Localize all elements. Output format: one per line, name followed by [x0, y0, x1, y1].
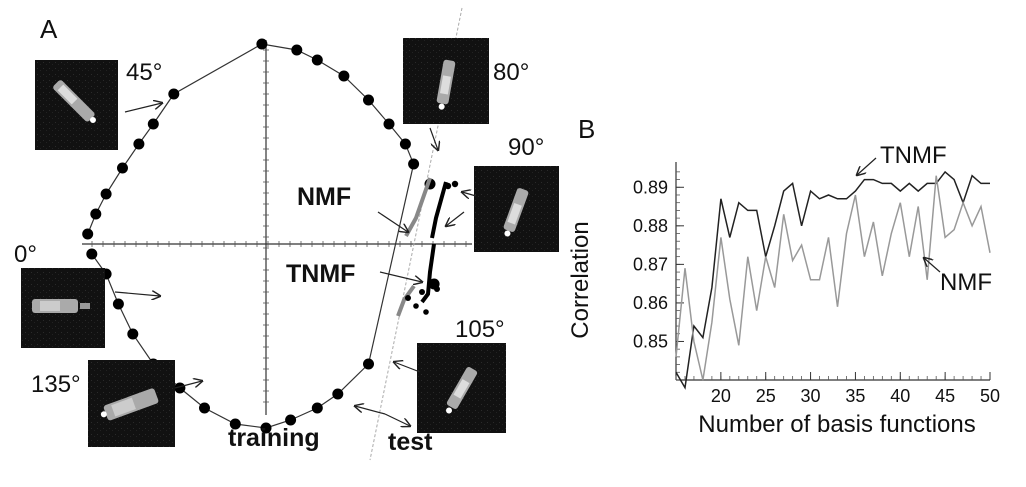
training-point [260, 422, 272, 434]
training-point [86, 248, 98, 260]
thumbnail-45 [35, 60, 118, 150]
angle-label-90: 90° [508, 134, 544, 161]
tnmf-point [434, 286, 440, 292]
training-point [311, 402, 323, 414]
nmf-upper-segment [404, 177, 432, 237]
panel-b: B 20 25 30 35 40 45 50 0.85 0.86 0.87 0.88 0.89Numb… [567, 114, 1000, 438]
x-tick-label: 35 [845, 386, 865, 406]
training-point [174, 382, 186, 394]
training-point [383, 118, 395, 130]
test-label: test [388, 428, 433, 456]
series-label-nmf: NMF [940, 269, 992, 296]
training-point [363, 94, 374, 106]
nmf-lower-segment [396, 284, 416, 317]
thumbnail-105 [417, 343, 506, 433]
x-tick-label: 45 [935, 386, 955, 406]
training-point [117, 162, 128, 174]
tnmf-upper-segment [430, 181, 448, 239]
panel-a-label: A [40, 14, 58, 44]
training-point [256, 38, 268, 50]
nmf-pointer [924, 258, 941, 273]
tnmf-lower-segment [420, 243, 436, 304]
training-point [408, 158, 420, 170]
training-point [100, 188, 112, 200]
training-point [363, 358, 374, 370]
y-tick-label: 0.88 [633, 216, 668, 236]
y-tick-label: 0.86 [633, 293, 668, 313]
thumbnail-135 [88, 360, 175, 447]
tnmf-label: TNMF [286, 260, 355, 288]
training-point [168, 88, 180, 100]
angle-label-105: 105° [455, 316, 505, 343]
training-point [112, 298, 124, 310]
y-axis-label: Correlation [567, 221, 594, 338]
annotation-arrows [114, 103, 477, 426]
y-tick-label: 0.85 [633, 331, 668, 351]
training-point [311, 54, 323, 66]
training-point [291, 44, 303, 56]
tnmf-point [419, 289, 425, 295]
tnmf-point [413, 303, 419, 309]
training-point [332, 388, 344, 400]
tnmf-point [451, 180, 459, 188]
x-tick-label: 25 [756, 386, 776, 406]
thumbnail-0 [21, 268, 105, 348]
x-tick-label: 20 [711, 386, 731, 406]
training-point [90, 208, 102, 220]
correlation-chart: 20 25 30 35 40 45 50 0.85 0.86 0.87 0.88 0.89Number… [567, 142, 1000, 438]
x-tick-label: 50 [980, 386, 1000, 406]
training-point [133, 138, 145, 150]
y-tick-label: 0.87 [633, 254, 668, 274]
x-tick-label: 30 [801, 386, 821, 406]
tnmf-point [405, 295, 411, 301]
panel-a: A [14, 7, 559, 461]
nmf-label: NMF [297, 183, 351, 211]
training-point [285, 414, 297, 426]
x-tick-label: 40 [890, 386, 910, 406]
training-point [127, 328, 139, 340]
x-axis-label: Number of basis functions [698, 411, 975, 438]
angle-label-80: 80° [493, 59, 529, 86]
angle-label-45: 45° [126, 59, 162, 86]
angle-label-0: 0° [14, 241, 37, 268]
training-point [229, 418, 241, 430]
training-label: training [228, 424, 320, 452]
series-line-nmf [675, 175, 991, 381]
tnmf-pointer [857, 157, 877, 175]
angle-label-135: 135° [31, 371, 81, 398]
y-tick-label: 0.89 [633, 177, 668, 197]
thumbnail-90 [474, 166, 559, 252]
tnmf-point [444, 182, 452, 190]
training-point [199, 402, 210, 414]
panel-a-axis-ticks [91, 49, 467, 403]
panel-b-label: B [578, 114, 595, 144]
method-trajectories [396, 177, 459, 317]
series-label-tnmf: TNMF [880, 142, 947, 169]
training-point [338, 70, 350, 82]
training-point [82, 228, 94, 240]
thumbnail-80 [403, 38, 489, 124]
training-point [147, 118, 159, 130]
training-point [399, 138, 411, 150]
tnmf-point [423, 309, 429, 315]
